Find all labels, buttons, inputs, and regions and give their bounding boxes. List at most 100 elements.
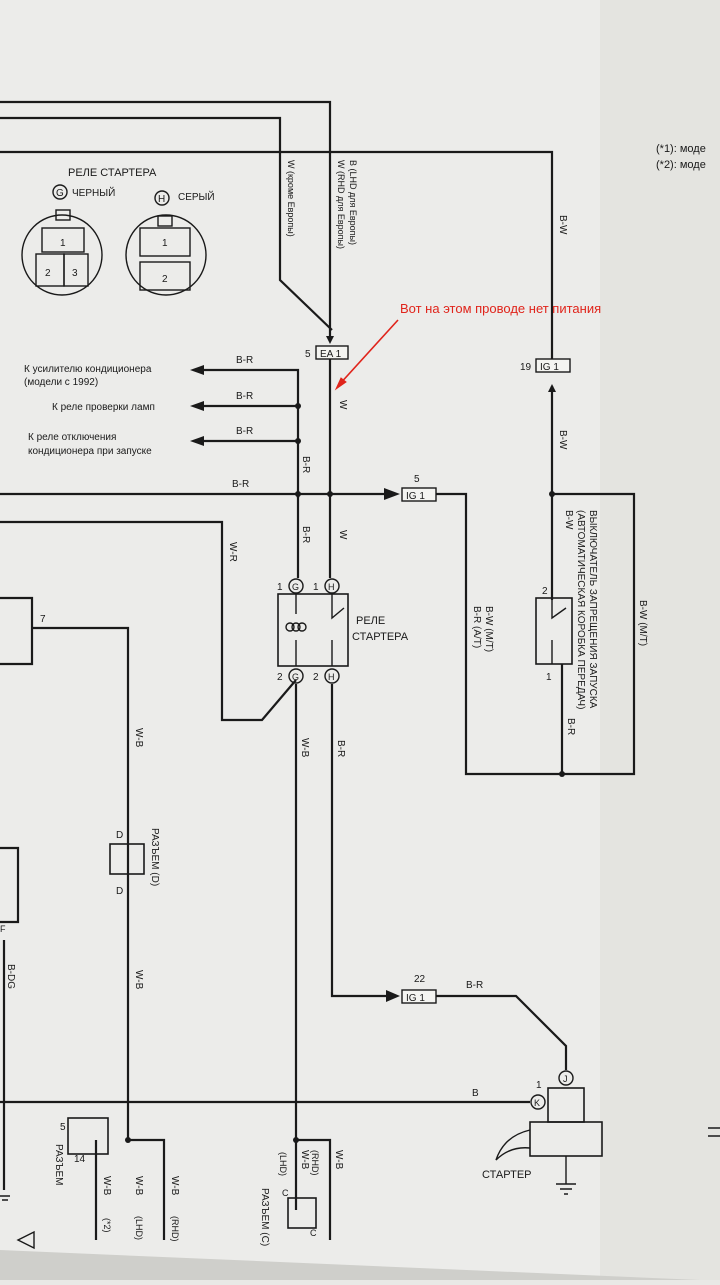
relay-h-letter-bottom: H [328,672,335,682]
ig1-mid-pin: 5 [414,474,420,485]
load-ac-amp-2: (модели с 1992) [24,377,98,388]
relay-pin-h2: 2 [313,672,319,683]
connector-c [287,1197,317,1229]
wire-note-except-europe: W (кроме Европы) [286,160,296,237]
load-ac-amp-1: К усилителю кондиционера [24,364,152,375]
annotation-text: Вот на этом проводе нет питания [400,301,601,316]
wire-wb-left-3: W-B [101,1176,112,1196]
starter-pin: 1 [536,1080,542,1091]
relay-connector-g-icon [21,209,103,296]
annotation-arrowhead [334,377,347,391]
relay-pin-g2: 2 [277,672,283,683]
note-1: (*1): моде [656,143,706,155]
ig1-bottom-label: IG 1 [406,993,425,1004]
wire-br-3: B-R [236,426,253,437]
legend-h-pin-1: 1 [162,238,168,249]
wire-bw-mt-left: B-W (M/T) [483,606,494,652]
connector-left-star: (*2) [102,1218,112,1233]
ea1-label: EA 1 [320,349,342,360]
wire-br-main: B-R [232,479,249,490]
wire-wb-left-4: W-B [133,1176,144,1196]
wire-wb-left-2: W-B [133,970,144,990]
wire-w-upper: W [337,400,348,410]
wire-wb-c2: W-B [333,1150,344,1170]
connector-left [67,1117,109,1155]
inhibit-line-2: (АВТОМАТИЧЕСКАЯ КОРОБКА ПЕРЕДАЧ) [575,510,586,709]
wire-br-vertical-1: B-R [300,456,311,473]
relay-h-letter-top: H [328,582,335,592]
inhibit-switch-contact-icon [551,598,567,664]
connector-d [109,843,145,875]
wire-br-relay: B-R [335,740,346,757]
wire-wb-c1: W-B [299,1150,310,1170]
relay-pin-g1: 1 [277,582,283,593]
legend-g-color: ЧЕРНЫЙ [72,186,115,199]
wire-wb-left-5: W-B [169,1176,180,1196]
pin-7: 7 [40,614,46,625]
ig1-mid-label: IG 1 [406,491,425,502]
connector-left-pin-5: 5 [60,1122,66,1133]
wire-bw-lower: B-W [557,430,568,450]
wire-w-lower: W [337,530,348,540]
inhibit-switch-body [535,597,573,665]
connector-left-pin-14: 14 [74,1154,86,1165]
wire-bw-mt-right: B-W (M/T) [637,600,648,646]
load-lamp-check: К реле проверки ламп [52,402,155,413]
relay-label-2: СТАРТЕРА [352,631,409,643]
connector-ea1 [315,345,349,360]
wire-br-1: B-R [236,355,253,366]
ig1-top-pin: 19 [520,362,532,373]
ig1-bottom-pin: 22 [414,974,426,985]
relay-coil-icon [285,622,307,632]
legend-g-pin-2: 2 [45,268,51,279]
legend-g-letter: G [56,188,64,199]
note-2: (*2): моде [656,159,706,171]
wire-br-starter: B-R [466,980,483,991]
connector-c-label: РАЗЪЕМ (C) [259,1188,270,1246]
wire-wb-relay: W-B [299,738,310,758]
starter-motor-icon [495,1087,603,1195]
relay-g-letter-top: G [292,582,299,592]
connector-left-label: РАЗЪЕМ [53,1144,64,1186]
relay-legend-title: РЕЛЕ СТАРТЕРА [68,167,157,179]
load-ac-cut-2: кондиционера при запуске [28,446,152,457]
wire-bdg: B-DG [5,964,16,989]
wire-br-at: B-R (A/T) [471,606,482,648]
connector-ig1-top [535,358,571,373]
relay-g-letter-bottom: G [292,672,299,682]
connector-c-letter-2: C [310,1228,317,1238]
starter-label: СТАРТЕР [482,1169,532,1181]
connector-d-letter-bottom: D [116,886,123,897]
connector-d-label: РАЗЪЕМ (D) [149,828,160,886]
annotation-arrow [337,319,399,387]
wire-wb-left-1: W-B [133,728,144,748]
relay-label-1: РЕЛЕ [356,615,385,627]
relay-connector-h-icon [125,214,207,296]
wire-b: B [472,1088,479,1099]
legend-g-pin-3: 3 [72,268,78,279]
legend-h-pin-2: 2 [162,274,168,285]
wire-note-lhd: B (LHD для Европы) [348,160,358,245]
legend-h-letter: H [158,194,165,205]
wire-br-inhibit: B-R [565,718,576,735]
pin-f: F [0,924,6,934]
relay-pin-h1: 1 [313,582,319,593]
wire-bw-upper: B-W [557,215,568,235]
ig1-top-label: IG 1 [540,362,559,373]
connector-c-letter-1: C [282,1188,289,1198]
load-ac-cut-1: К реле отключения [28,432,116,443]
inhibit-pin-top: 2 [542,586,548,597]
connector-left-rhd: (RHD) [170,1216,180,1242]
inhibit-pin-bottom: 1 [546,672,552,683]
starter-k: K [534,1098,540,1108]
wire-note-rhd: W (RHD для Европы) [336,160,346,249]
legend-h-color: СЕРЫЙ [178,190,215,203]
connector-c-lhd: (LHD) [278,1152,288,1176]
connector-c-rhd: (RHD) [310,1150,320,1176]
relay-contact-icon [331,594,345,666]
connector-d-letter-top: D [116,830,123,841]
wire-br-2: B-R [236,391,253,402]
legend-g-pin-1: 1 [60,238,66,249]
